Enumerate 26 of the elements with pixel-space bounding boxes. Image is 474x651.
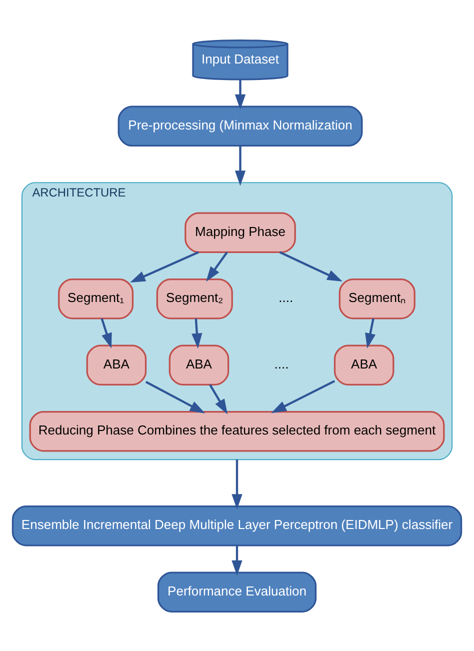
arrow [100, 318, 112, 348]
node-box: Pre-processing (Minmax Normalization [118, 105, 363, 146]
arrow [232, 544, 242, 576]
arrow [271, 380, 336, 413]
arrow [234, 79, 246, 110]
node-box: ABA [334, 344, 394, 385]
node-box: Performance Evaluation [157, 571, 317, 612]
arrow [192, 318, 202, 348]
node-box: Segmentₙ [338, 278, 416, 319]
arrow [279, 250, 342, 282]
arrow [232, 459, 242, 509]
node-box: ABA [86, 344, 147, 385]
node-box: Segment₁ [58, 278, 134, 319]
node-box: Segment₂ [156, 278, 233, 319]
arrow [209, 384, 228, 414]
arrow [130, 250, 199, 282]
node-box: Mapping Phase [184, 212, 296, 252]
arrow [234, 145, 246, 186]
label: .... [274, 356, 289, 371]
arrow [365, 318, 376, 348]
arrow [206, 251, 228, 282]
node-box: Reducing Phase Combines the features selected from each segment [29, 410, 445, 452]
arrow [145, 380, 206, 413]
node-box: ABA [168, 344, 230, 385]
label: .... [278, 290, 294, 305]
node-box: Ensemble Incremental Deep Multiple Layer Perceptron (EIDMLP) classifier [12, 504, 462, 546]
